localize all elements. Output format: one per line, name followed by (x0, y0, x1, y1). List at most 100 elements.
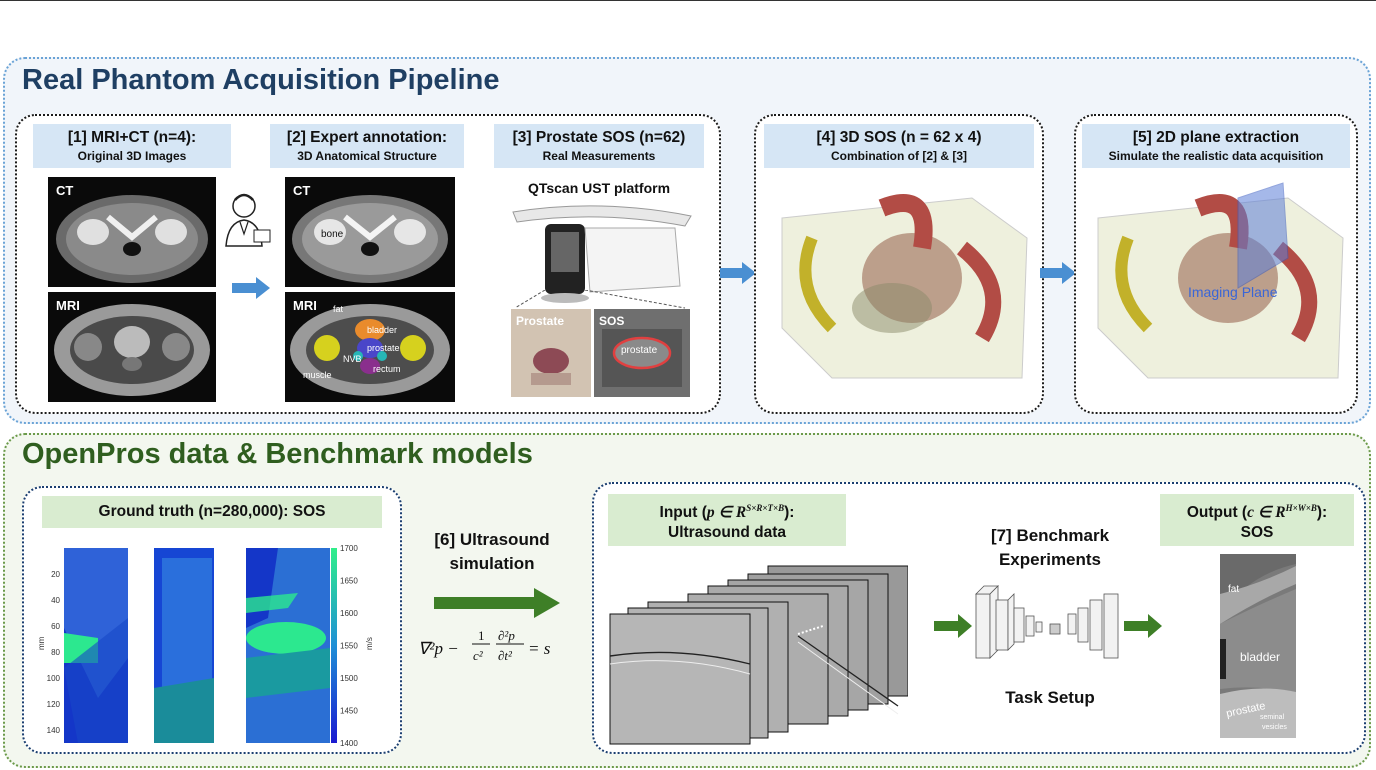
colorbar-tick-label: 1400 (340, 739, 358, 748)
step2-subtitle: 3D Anatomical Structure (297, 149, 437, 163)
step5-title: [5] 2D plane extraction (1132, 129, 1300, 146)
output-sos-image: fat bladder prostate seminal vesicles (1220, 554, 1296, 738)
ground-truth-title: Ground truth (n=280,000): SOS (98, 503, 326, 520)
platform-label: QTscan UST platform (527, 180, 671, 196)
svg-text:1: 1 (478, 628, 485, 643)
ct-label: CT (56, 183, 74, 198)
pipeline-title: Real Phantom Acquisition Pipeline (22, 64, 500, 96)
step2-header: [2] Expert annotation: 3D Anatomical Str… (270, 124, 464, 168)
step1-header: [1] MRI+CT (n=4): Original 3D Images (33, 124, 231, 168)
mri-image: MRI (48, 292, 216, 402)
y-tick-label: 20 (51, 570, 60, 579)
output-title-suffix: ): (1316, 504, 1328, 522)
ground-truth-header: Ground truth (n=280,000): SOS (42, 496, 382, 528)
svg-text:∂t²: ∂t² (498, 648, 513, 663)
y-tick-label: 40 (51, 596, 60, 605)
rectum-annotation: rectum (373, 364, 401, 374)
annotated-ct-label: CT (293, 183, 311, 198)
input-title-prefix: Input ( (659, 504, 707, 522)
y-axis-label: mm (38, 636, 46, 650)
output-fat-annotation: fat (1228, 584, 1240, 595)
simulation-title-2: simulation (449, 554, 535, 573)
mri-label: MRI (56, 298, 80, 313)
benchmark-title-2: Experiments (998, 550, 1102, 569)
prostate-photo-label: Prostate (516, 314, 565, 328)
prostate-annotation: prostate (367, 343, 400, 353)
wave-equation: ∇²p − 1 c² ∂²p ∂t² = s (418, 624, 578, 668)
colorbar-tick-label: 1500 (340, 674, 358, 683)
y-tick-label: 120 (47, 700, 61, 709)
svg-text:= s: = s (528, 639, 551, 658)
zoom-lines (514, 290, 686, 309)
benchmark-title-block: [7] Benchmark Experiments (960, 524, 1140, 572)
colorbar-tick-label: 1700 (340, 544, 358, 553)
step4-title: [4] 3D SOS (n = 62 x 4) (816, 129, 982, 146)
imaging-plane-label: Imaging Plane (1188, 284, 1278, 300)
output-title: Output (c ∈ RH×W×B): (1186, 503, 1328, 522)
simulation-title: [6] Ultrasound simulation (412, 528, 572, 576)
input-title: Input (p ∈ RS×R×T×B): (659, 503, 795, 522)
annotated-mri-image: MRI fat bladder prostate NVB rectum musc… (285, 292, 455, 402)
nvb-annotation: NVB (343, 354, 362, 364)
arrow-4-5 (1040, 262, 1076, 284)
ultrasound-stack (608, 556, 909, 746)
ground-truth-plot: 20 40 60 80 100 120 140 1700 1650 1600 1550 1500 14… (37, 538, 398, 750)
fat-annotation: fat (333, 304, 344, 314)
task-setup-label: Task Setup (1005, 688, 1095, 707)
annotated-mri-label: MRI (293, 298, 317, 313)
ct-image: CT (48, 177, 216, 287)
step1-subtitle: Original 3D Images (77, 149, 187, 163)
annotated-ct-image: CT bone (285, 177, 455, 287)
svg-text:∂²p: ∂²p (498, 628, 515, 643)
y-tick-label: 80 (51, 648, 60, 657)
output-title-prefix: Output ( (1186, 504, 1248, 522)
simulation-arrow (434, 588, 560, 618)
step3-header: [3] Prostate SOS (n=62) Real Measurement… (494, 124, 704, 168)
step1-title: [1] MRI+CT (n=4): (67, 129, 197, 146)
output-seminal-annotation: seminal (1260, 714, 1285, 721)
benchmark-title-1: [7] Benchmark (990, 526, 1110, 545)
colorbar-tick-label: 1550 (340, 642, 358, 651)
step4-header: [4] 3D SOS (n = 62 x 4) Combination of [… (764, 124, 1034, 168)
output-header: Output (c ∈ RH×W×B): SOS (1160, 494, 1354, 546)
colorbar-tick-label: 1600 (340, 609, 358, 618)
benchmark-title: OpenPros data & Benchmark models (22, 438, 533, 470)
input-header: Input (p ∈ RS×R×T×B): Ultrasound data (608, 494, 846, 546)
arrow-to-output (1124, 614, 1162, 638)
y-tick-label: 140 (47, 726, 61, 735)
bone-annotation: bone (321, 229, 344, 240)
y-tick-label: 60 (51, 622, 60, 631)
step2-title: [2] Expert annotation: (286, 129, 448, 146)
prostate-photo: Prostate (511, 309, 591, 397)
network-diagram (972, 580, 1120, 664)
input-title-suffix: ): (784, 504, 795, 522)
step3-title: [3] Prostate SOS (n=62) (512, 129, 686, 146)
muscle-annotation: muscle (303, 370, 332, 380)
arrow-1-2 (232, 277, 270, 299)
doctor-icon (218, 190, 276, 248)
colorbar-label: m/s (365, 637, 374, 650)
sos-image: SOS prostate (594, 309, 690, 397)
output-bladder-annotation: bladder (1240, 650, 1281, 664)
sos3d-render (772, 178, 1034, 384)
top-rule (0, 0, 1376, 1)
sos-prostate-annotation: prostate (621, 345, 658, 356)
svg-text:c²: c² (473, 648, 484, 663)
svg-text:∇²p −: ∇²p − (418, 639, 459, 658)
arrow-to-model (934, 614, 972, 638)
plane-render: Imaging Plane (1088, 178, 1350, 384)
bladder-annotation: bladder (367, 325, 398, 335)
sos-image-label: SOS (599, 314, 625, 328)
simulation-title-1: [6] Ultrasound (434, 530, 550, 549)
arrow-3-4 (720, 262, 756, 284)
colorbar-tick-label: 1650 (340, 577, 358, 586)
ground-truth-heatmap: 20 40 60 80 100 120 140 1700 1650 1600 1550 1500 14… (37, 544, 374, 748)
output-vesicles-annotation: vesicles (1262, 724, 1287, 731)
step3-subtitle: Real Measurements (542, 149, 656, 163)
y-tick-label: 100 (47, 674, 61, 683)
step5-subtitle: Simulate the realistic data acquisition (1108, 149, 1324, 163)
input-subtitle: Ultrasound data (668, 524, 786, 542)
step5-header: [5] 2D plane extraction Simulate the rea… (1082, 124, 1350, 168)
output-subtitle: SOS (1240, 524, 1274, 542)
qtscan-device (505, 198, 695, 306)
